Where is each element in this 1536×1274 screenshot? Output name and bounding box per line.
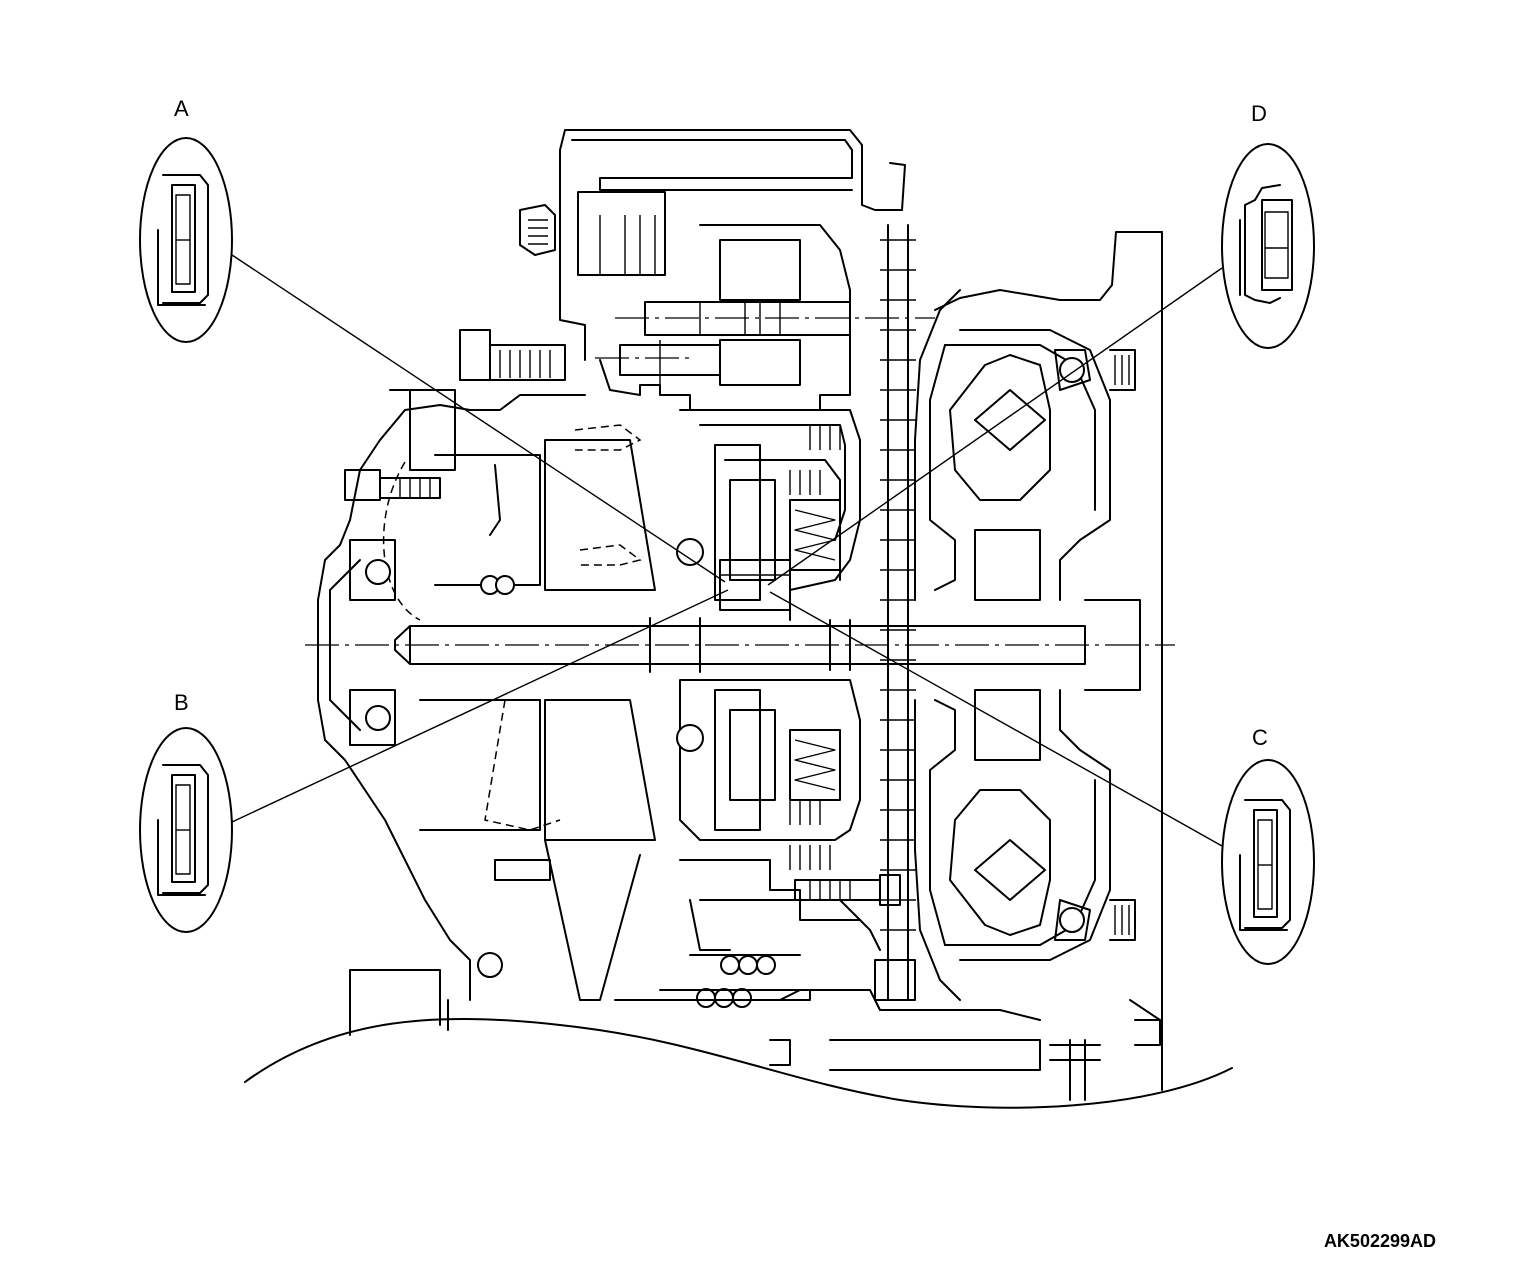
- detail-callout-d: [1221, 143, 1315, 349]
- drive-chain: [880, 224, 916, 1001]
- forward-clutch: [676, 409, 861, 621]
- lower-bolt: [794, 879, 881, 901]
- main-shaft: [305, 599, 1175, 691]
- leader-lines: [231, 254, 1223, 847]
- leader-line-d: [767, 267, 1223, 586]
- leader-line-b: [231, 589, 729, 823]
- reverse-brake: [676, 679, 861, 921]
- detail-callout-a: [139, 137, 233, 343]
- detail-callout-c: [1221, 759, 1315, 965]
- left-housing: [317, 394, 586, 1001]
- callout-label-c: C: [1252, 725, 1268, 750]
- leader-line-a: [231, 254, 726, 583]
- upper-housing: [559, 129, 906, 361]
- breakaway-edge: [244, 1017, 1233, 1109]
- callout-label-a: A: [174, 96, 189, 121]
- transmission-assembly: [244, 129, 1233, 1109]
- primary-pulley: [344, 329, 656, 841]
- callout-label-d: D: [1251, 101, 1267, 126]
- torque-converter: [914, 289, 1136, 1001]
- upper-bolt: [519, 204, 556, 256]
- figure-id: AK502299AD: [1323, 1231, 1436, 1251]
- detail-callout-b: [139, 727, 233, 933]
- leader-line-c: [769, 591, 1223, 847]
- callout-label-b: B: [174, 690, 189, 715]
